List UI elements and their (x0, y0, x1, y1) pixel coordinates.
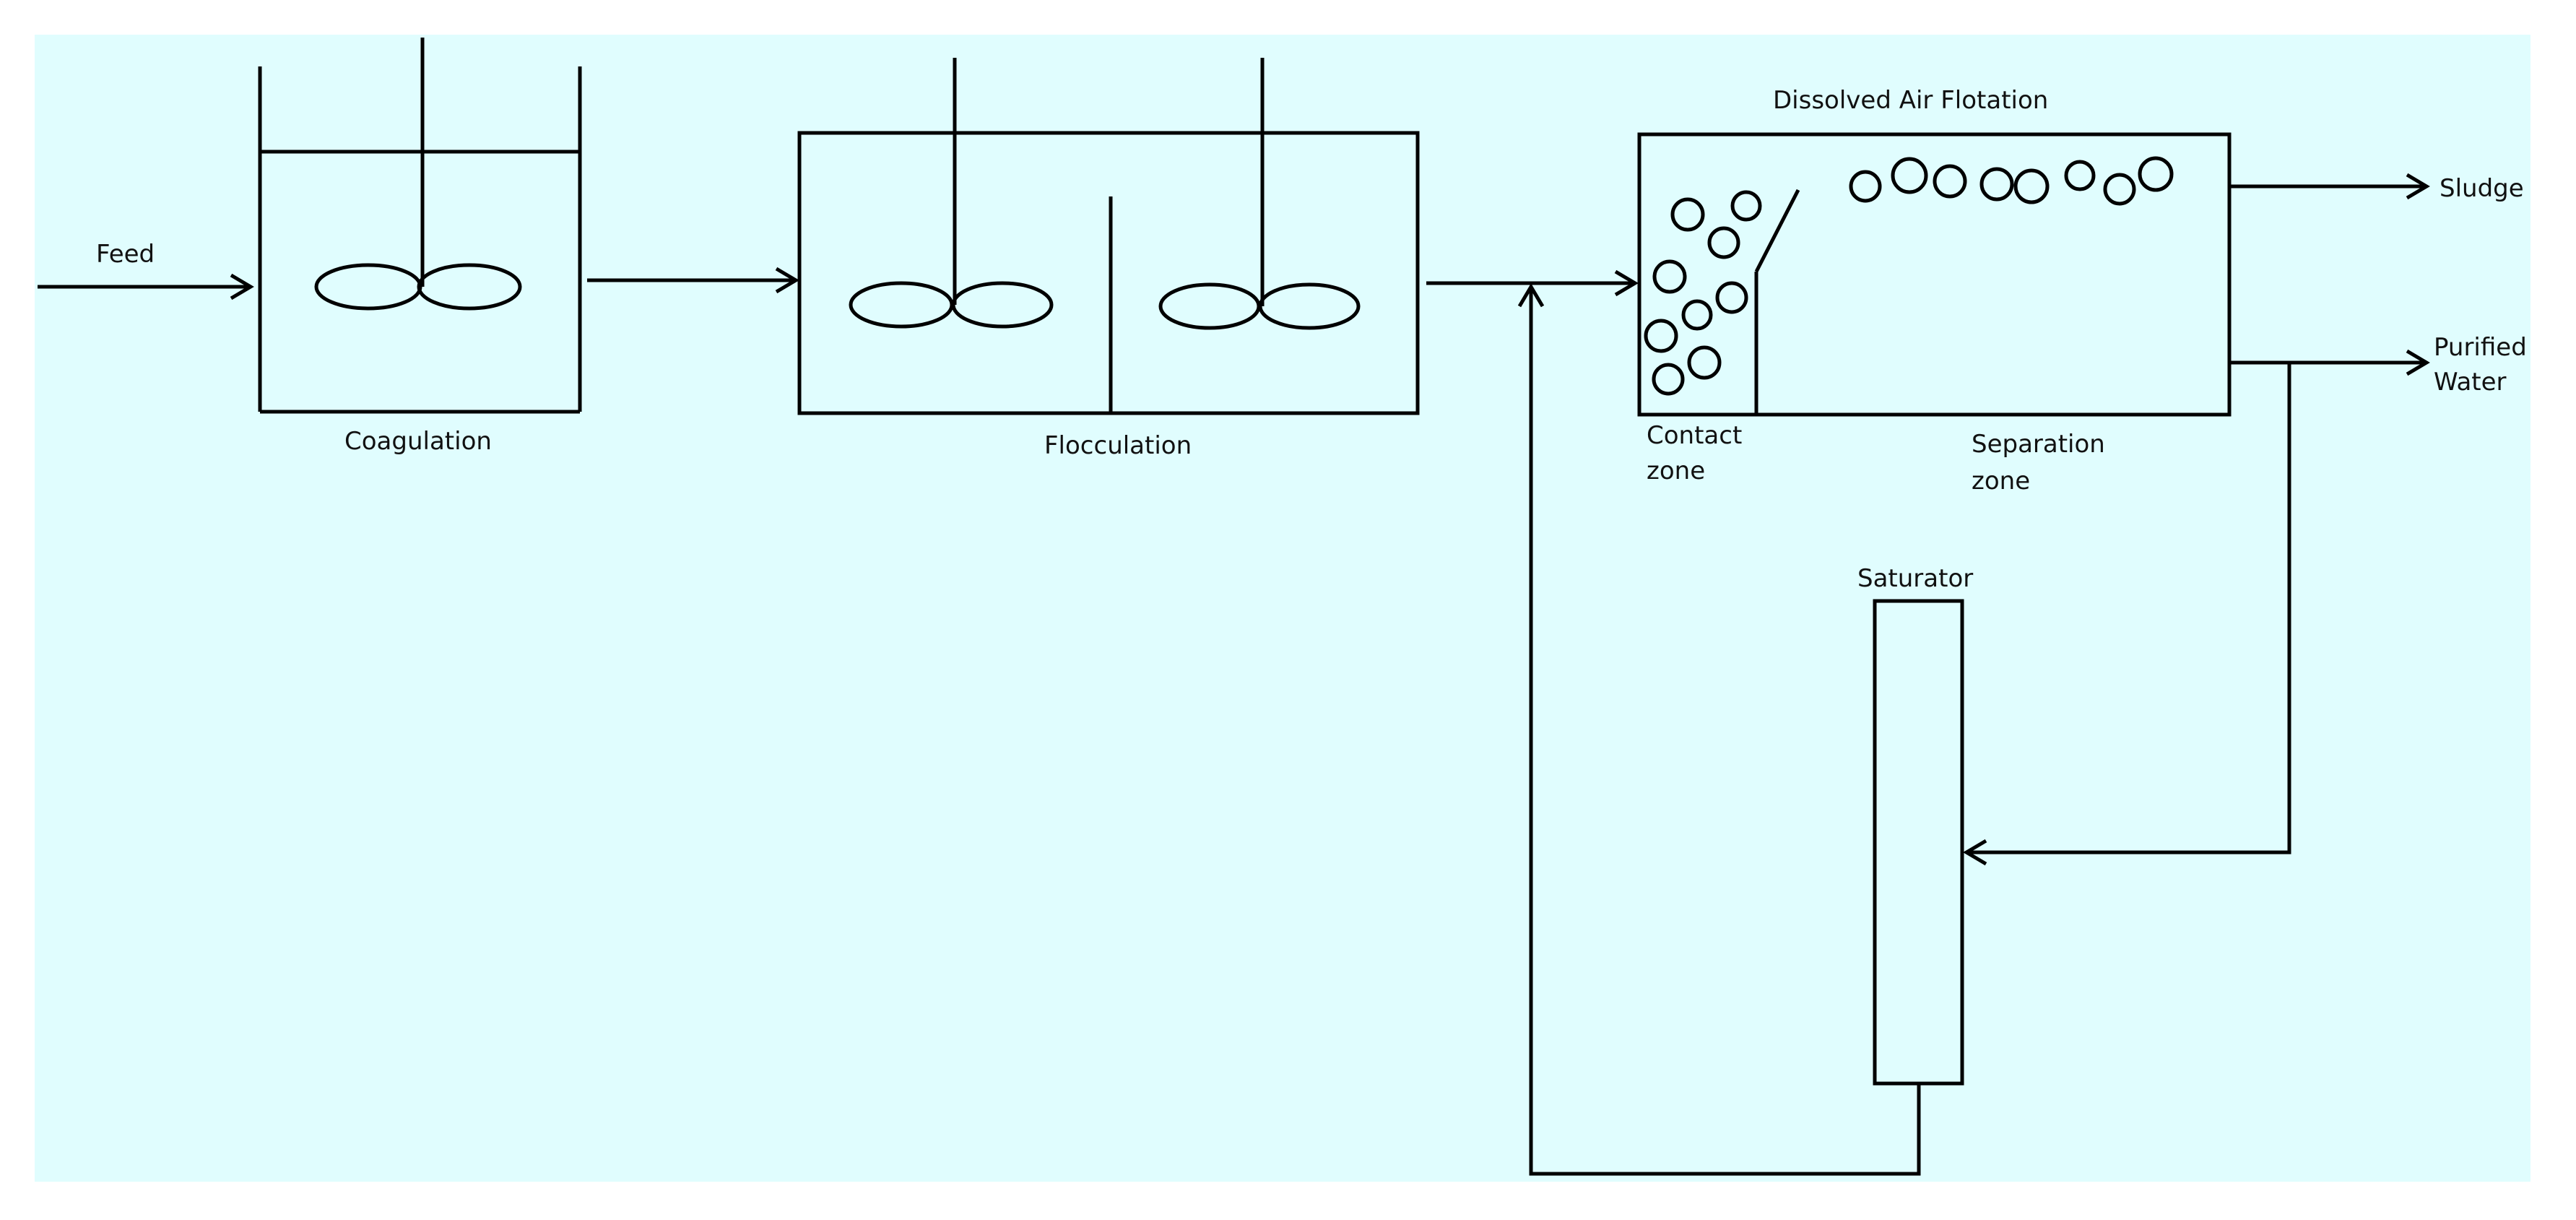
recycle-line-to-saturator (1963, 363, 2291, 866)
flocculation-label: Flocculation (1044, 431, 1192, 460)
contact-zone-label-line1: Contact (1647, 421, 1742, 450)
purified-water-label-line2: Water (2434, 368, 2507, 397)
separation-zone-label-line1: Separation (1972, 430, 2105, 459)
diagram-background (35, 35, 2531, 1182)
contact-zone-bubbles (1644, 190, 1762, 396)
separation-zone-label-line2: zone (1972, 467, 2030, 496)
flocculation-mixer-1 (849, 58, 1054, 329)
feed-arrow (38, 273, 254, 300)
purified-water-label-line1: Purified (2434, 333, 2527, 362)
saturator-label: Saturator (1857, 564, 1973, 593)
sludge-outlet-arrow (2229, 173, 2430, 200)
coagulation-label: Coagulation (344, 427, 492, 456)
daf-contact-baffle-slant (1754, 189, 1800, 273)
flocculation-tank (797, 131, 1420, 415)
purified-water-outlet-arrow (2229, 349, 2430, 376)
daf-tank (1637, 132, 2232, 417)
flocculation-mixer-2 (1158, 58, 1361, 330)
arrow-flocculation-to-daf (1426, 269, 1639, 297)
coagulation-tank (258, 66, 582, 414)
separation-zone-bubbles (1849, 156, 2174, 206)
daf-title: Dissolved Air Flotation (1773, 86, 2048, 115)
feed-label: Feed (96, 240, 155, 269)
contact-zone-label-line2: zone (1647, 457, 1705, 485)
coagulation-impeller-right (417, 263, 522, 311)
saturator-return-line (1517, 283, 1921, 1176)
arrow-coagulation-to-flocculation (587, 267, 799, 294)
coagulation-mixer (314, 38, 522, 311)
sludge-label: Sludge (2440, 174, 2524, 203)
